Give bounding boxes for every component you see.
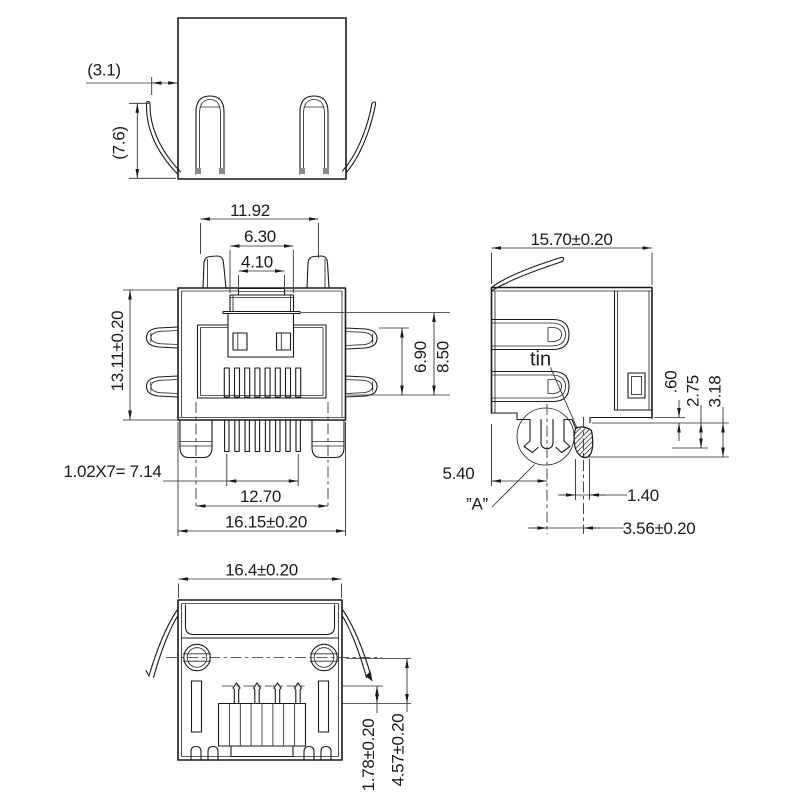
mount-post-left xyxy=(179,419,213,459)
contact-slots xyxy=(223,367,302,398)
dim-opening-height: 8.50 xyxy=(434,341,453,373)
dim-pin-pitch: 1.02X7= 7.14 xyxy=(63,462,161,481)
wing-slot-left xyxy=(190,680,203,733)
detail-a-leader-line xyxy=(491,464,535,508)
shield-side-outline xyxy=(490,286,653,419)
contact-pins xyxy=(224,419,301,453)
board-peg xyxy=(627,372,646,399)
mount-ear-left xyxy=(202,255,227,289)
latch-lid xyxy=(184,604,336,636)
bottom-view: 16.4±0.20 1.78±0.20 4.57±0.20 xyxy=(145,561,411,792)
top-view-geometry xyxy=(145,17,377,180)
dim-pin-row-offset: 1.78±0.20 xyxy=(359,719,378,792)
dim-top-height: (7.6) xyxy=(110,126,129,159)
latch-spring-left xyxy=(195,95,225,175)
top-view-dimensions: (3.1) (7.6) xyxy=(86,61,178,179)
shield-front-outline xyxy=(177,287,347,421)
front-view-dimensions: 11.92 6.30 4.10 13.11±0.20 6.90 8.50 1.0… xyxy=(63,201,453,536)
foot-notch xyxy=(303,745,315,761)
top-view: (3.1) (7.6) xyxy=(86,17,377,180)
bottom-view-geometry xyxy=(145,599,382,761)
emi-finger-bottom-left xyxy=(145,608,179,679)
dim-pin-span: 4.57±0.20 xyxy=(389,714,408,787)
dim-top-offset: (3.1) xyxy=(87,61,120,80)
dim-step-width: 6.30 xyxy=(244,227,276,246)
emi-finger-side xyxy=(490,256,565,292)
dim-pad-width: 1.40 xyxy=(627,486,659,505)
emi-finger-bottom-right xyxy=(341,608,373,682)
dim-pad-offset: 3.56±0.20 xyxy=(623,519,696,538)
label-detail-a: ”A” xyxy=(466,495,488,514)
wing-slot-right xyxy=(317,680,330,733)
dim-depth: 15.70±0.20 xyxy=(531,230,613,249)
side-view: 15.70±0.20 tin .60 2.75 3.18 5.40 ”A” 1.… xyxy=(443,230,729,538)
foot-notch xyxy=(320,745,332,761)
front-view: 11.92 6.30 4.10 13.11±0.20 6.90 8.50 1.0… xyxy=(63,201,453,536)
mount-post-right xyxy=(311,419,345,459)
side-view-geometry xyxy=(490,256,653,534)
shield-bottom-outline xyxy=(177,599,343,761)
shield-opening xyxy=(196,324,327,399)
latch-spring-right xyxy=(299,95,329,175)
emi-finger-left xyxy=(145,100,182,176)
dim-latch-width: 4.10 xyxy=(241,253,273,272)
dim-tail-below: 2.75 xyxy=(684,375,703,407)
label-tin: tin xyxy=(530,349,551,371)
dim-wing-span: 6.90 xyxy=(411,341,430,373)
side-view-dimensions: 15.70±0.20 tin .60 2.75 3.18 5.40 ”A” 1.… xyxy=(443,230,729,538)
latch-nose xyxy=(222,287,301,315)
foot-notch xyxy=(190,745,202,761)
mount-ear-right xyxy=(306,255,330,289)
dim-post-offset: 5.40 xyxy=(443,464,475,483)
dim-post-pitch: 12.70 xyxy=(240,487,281,506)
shield-top-outline xyxy=(177,17,347,180)
dim-total-below: 3.18 xyxy=(706,376,725,408)
front-view-geometry xyxy=(145,255,378,510)
tin-leader-line xyxy=(550,367,578,430)
foot-notch xyxy=(207,745,219,761)
emi-finger-right xyxy=(341,101,377,174)
dim-tab-span: 11.92 xyxy=(230,201,270,220)
housing-face xyxy=(227,312,295,358)
latch-tongues-side xyxy=(490,318,570,403)
dim-standoff: .60 xyxy=(662,371,681,394)
detail-circle-a xyxy=(516,407,575,466)
dim-bottom-width: 16.4±0.20 xyxy=(225,561,298,580)
bottom-view-dimensions: 16.4±0.20 1.78±0.20 4.57±0.20 xyxy=(178,561,411,792)
dim-body-height: 13.11±0.20 xyxy=(108,311,127,392)
pin-tails xyxy=(232,682,303,705)
dim-body-width: 16.15±0.20 xyxy=(225,513,307,532)
